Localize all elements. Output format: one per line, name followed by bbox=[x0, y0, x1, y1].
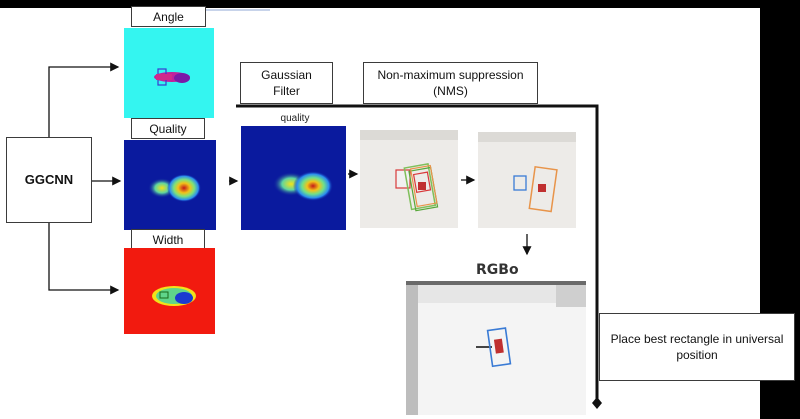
filtered-quality-image bbox=[241, 126, 346, 230]
width-label-box: Width bbox=[131, 229, 205, 250]
gaussian-filter-box: Gaussian Filter bbox=[240, 62, 333, 104]
angle-map-image bbox=[124, 28, 214, 118]
angle-map-graphic bbox=[154, 68, 190, 86]
quality-map-graphic bbox=[148, 174, 201, 202]
gaussian-filter-label-line2: Filter bbox=[273, 84, 300, 98]
angle-label-box: Angle bbox=[131, 6, 206, 27]
width-map-image bbox=[124, 248, 215, 334]
nms-candidates-graphic bbox=[360, 130, 458, 228]
width-map-graphic bbox=[152, 286, 196, 306]
ggcnn-box: GGCNN bbox=[6, 137, 92, 223]
arrow-ggcnn-to-angle bbox=[48, 62, 120, 137]
nms-candidates-image bbox=[360, 130, 458, 228]
feedback-bracket-line bbox=[236, 104, 599, 403]
nms-label-line1: Non-maximum suppression bbox=[377, 68, 524, 82]
ggcnn-label: GGCNN bbox=[24, 172, 74, 187]
width-label: Width bbox=[152, 232, 184, 247]
rgbo-placement-graphic bbox=[406, 281, 586, 415]
nms-result-image bbox=[478, 132, 576, 228]
rgbo-label: RGBo bbox=[476, 262, 519, 278]
filtered-quality-graphic bbox=[273, 171, 333, 201]
quality-label-box: Quality bbox=[131, 118, 205, 139]
quality-label: Quality bbox=[149, 121, 187, 136]
angle-label: Angle bbox=[153, 9, 184, 24]
filtered-quality-caption: quality bbox=[280, 113, 310, 124]
nms-box: Non-maximum suppression (NMS) bbox=[363, 62, 538, 104]
quality-map-image bbox=[124, 140, 216, 230]
place-best-rectangle-label: Place best rectangle in universal positi… bbox=[610, 332, 784, 362]
nms-label-line2: (NMS) bbox=[433, 84, 468, 98]
nms-result-graphic bbox=[478, 132, 576, 228]
place-best-rectangle-box: Place best rectangle in universal positi… bbox=[599, 313, 795, 381]
arrow-ggcnn-to-width bbox=[48, 223, 120, 295]
bracket-end-diamond bbox=[592, 397, 602, 409]
gaussian-filter-label-line1: Gaussian bbox=[261, 68, 312, 82]
rgbo-placement-image bbox=[406, 281, 586, 415]
